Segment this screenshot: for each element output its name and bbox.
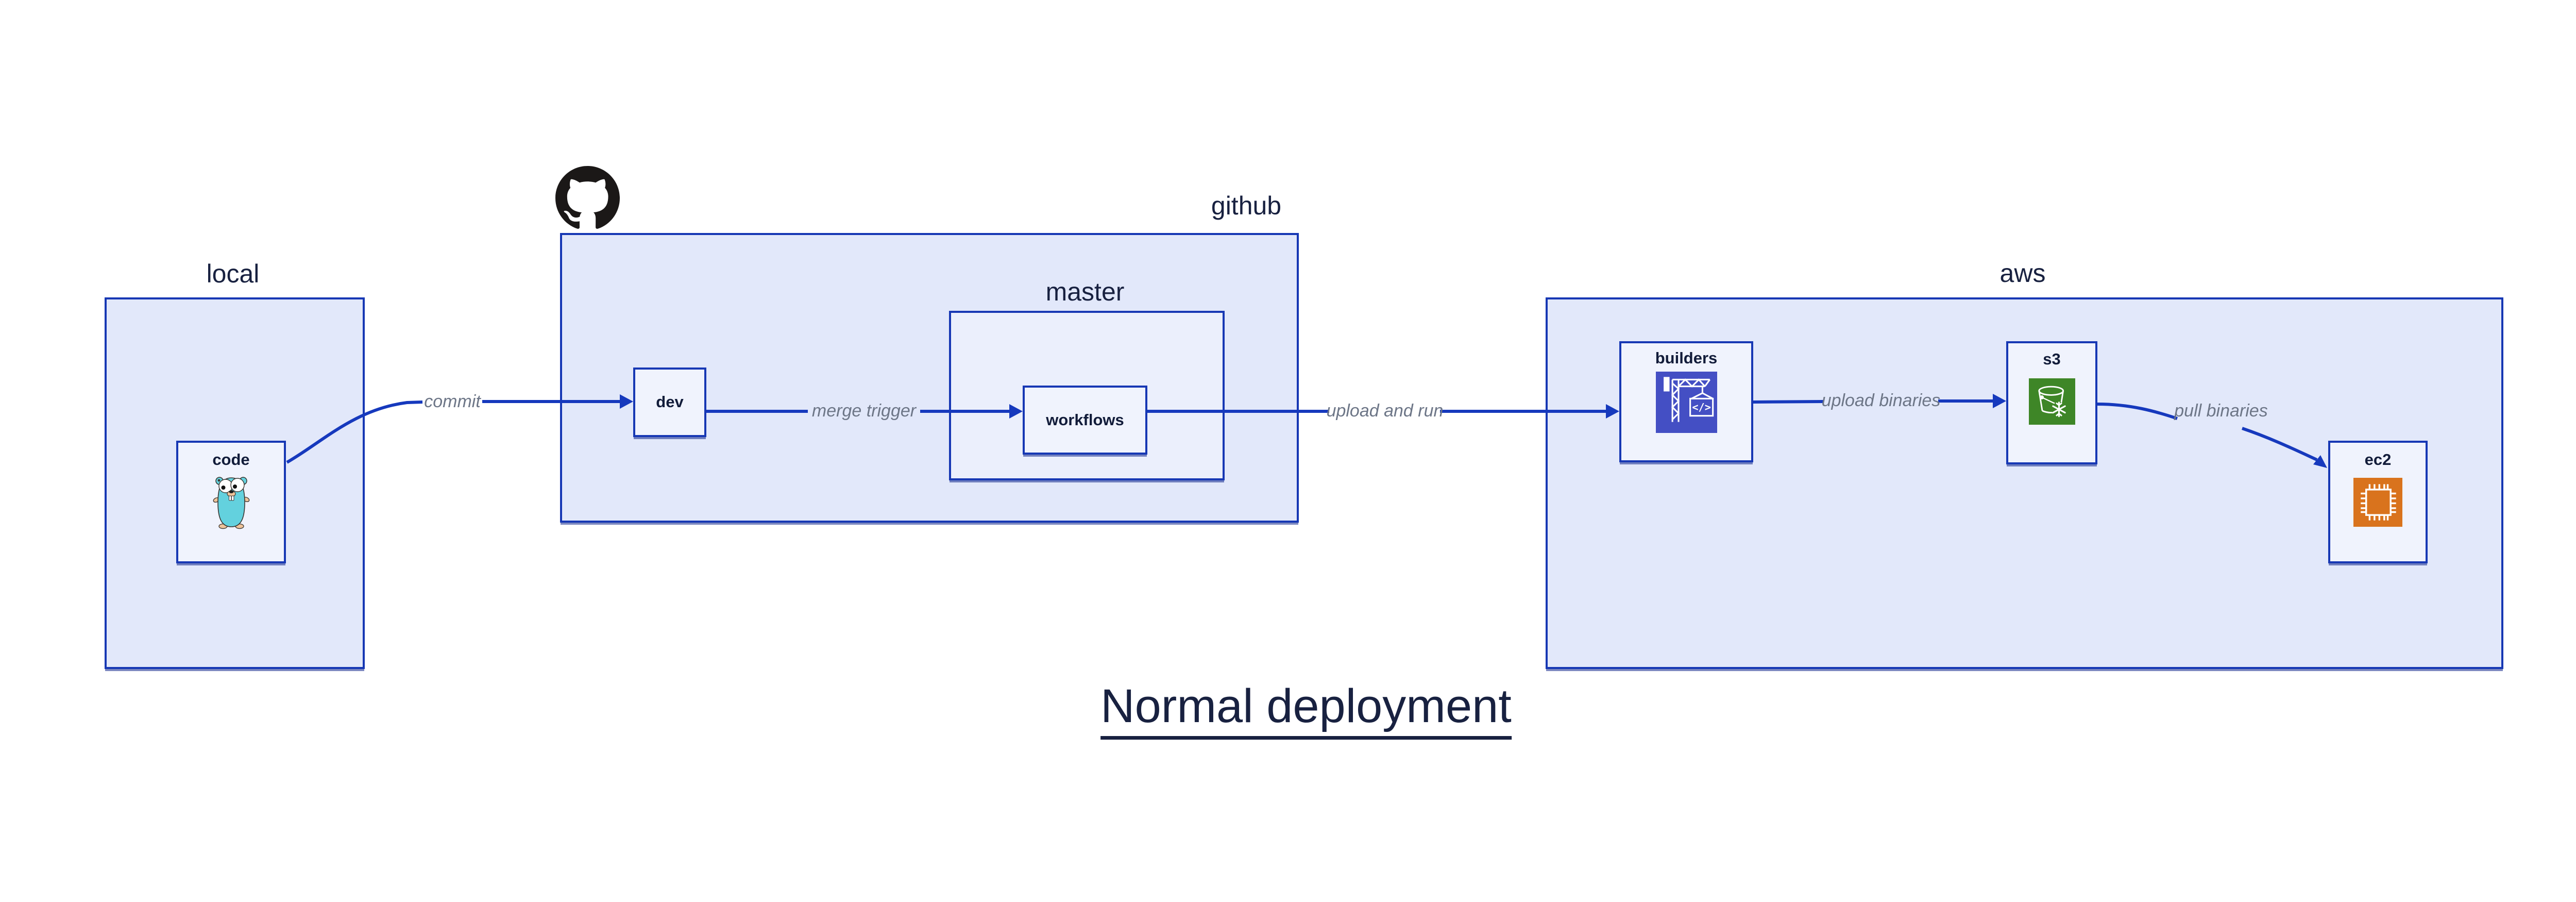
go-gopher-icon	[213, 477, 249, 529]
edge-label-commit: commit	[424, 392, 481, 411]
edge-label-upload-binaries: upload binaries	[1821, 391, 1941, 410]
code-node-label: code	[212, 450, 250, 469]
github-group-label: github	[1211, 191, 1282, 220]
dev-node: dev	[633, 368, 706, 437]
edge-label-pull-binaries: pull binaries	[2174, 401, 2268, 421]
aws-group-label: aws	[1999, 259, 2046, 288]
aws-codebuild-crane-icon: </>	[1655, 372, 1717, 433]
s3-node-label: s3	[2043, 350, 2061, 368]
local-group-label: local	[206, 259, 260, 288]
aws-s3-glacier-bucket-icon	[2028, 378, 2075, 425]
builders-node: builders </>	[1619, 341, 1753, 462]
github-octocat-icon	[555, 166, 620, 229]
code-node: code	[176, 441, 286, 563]
builders-node-label: builders	[1655, 349, 1718, 367]
ec2-node-label: ec2	[2364, 450, 2392, 469]
workflows-node-label: workflows	[1046, 410, 1124, 429]
edge-label-merge-trigger: merge trigger	[811, 401, 917, 421]
ec2-node: ec2	[2328, 441, 2428, 563]
master-group-label: master	[1045, 277, 1125, 306]
workflows-node: workflows	[1023, 386, 1147, 455]
s3-node: s3	[2006, 341, 2097, 464]
codebuild-code-glyph: </>	[1692, 401, 1711, 413]
diagram-title: Normal deployment	[1100, 679, 1512, 740]
aws-ec2-chip-icon	[2353, 478, 2402, 527]
edge-label-upload-and-run: upload and run	[1326, 401, 1444, 421]
dev-node-label: dev	[656, 393, 684, 411]
